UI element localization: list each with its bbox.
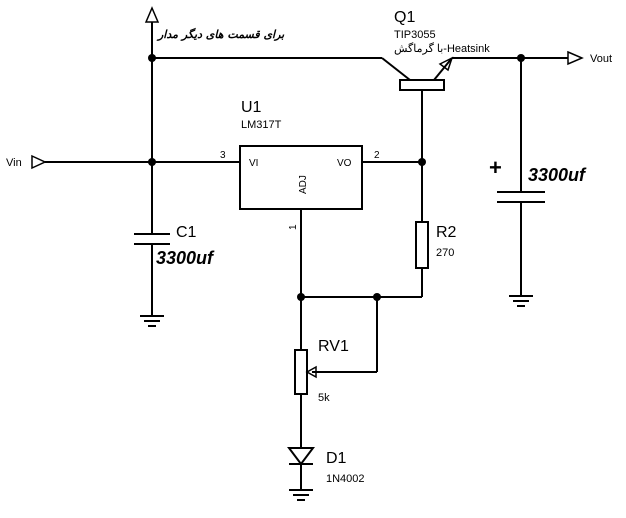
regulator-u1: U1 LM317T VI VO ADJ 3 2 1 [220, 99, 380, 230]
q1-emitter-arrow [438, 56, 454, 72]
vout-label: Vout [590, 53, 612, 65]
q1-ref: Q1 [394, 9, 415, 26]
diode-d1: D1 1N4002 [287, 447, 365, 485]
q1-base-bar [399, 79, 445, 91]
junction-wiper [373, 293, 381, 301]
d1-part: 1N4002 [326, 473, 365, 485]
wires [45, 22, 568, 490]
ground-d1 [289, 489, 313, 501]
d1-ref: D1 [326, 450, 347, 467]
rv1-ref: RV1 [318, 338, 349, 355]
q1-collector [381, 57, 411, 81]
q1-part: TIP3055 [394, 29, 436, 41]
c2-polarity: + [489, 155, 502, 180]
u1-part: LM317T [241, 119, 282, 131]
u1-ref: U1 [241, 99, 262, 116]
u1-pin-adj: ADJ [298, 175, 309, 194]
q1-note: با گرماگش-Heatsink [394, 42, 490, 55]
c2-value: 3300uf [528, 165, 587, 185]
junction-vout [517, 54, 525, 62]
vin-terminal: Vin [6, 154, 47, 170]
rv1-value: 5k [318, 392, 330, 404]
junction-vin [148, 158, 156, 166]
vout-terminal: Vout [567, 50, 612, 66]
junction-adj [297, 293, 305, 301]
ground-c2 [509, 295, 533, 307]
potentiometer-rv1: RV1 5k [294, 338, 349, 404]
rv1-body [294, 349, 308, 395]
r2-ref: R2 [436, 224, 457, 241]
u1-pin-vi: VI [249, 158, 258, 169]
d1-triangle [287, 447, 315, 466]
up-arrow-terminal [144, 6, 160, 23]
c1-value: 3300uf [156, 248, 215, 268]
r2-value: 270 [436, 247, 454, 259]
resistor-r2: R2 270 [415, 221, 457, 269]
ground-c1 [140, 315, 164, 327]
u1-pin2-number: 2 [374, 150, 380, 161]
capacitor-c2: + 3300uf [489, 155, 587, 203]
u1-pin-vo: VO [337, 158, 352, 169]
q1-emitter [433, 57, 453, 81]
rv1-wiper-arrow [305, 365, 317, 379]
u1-pin1-number: 1 [288, 224, 299, 230]
capacitor-c1: C1 3300uf [134, 224, 215, 268]
r2-body [415, 221, 429, 269]
c1-ref: C1 [176, 224, 197, 241]
junction-vo [418, 158, 426, 166]
vin-label: Vin [6, 157, 22, 169]
other-parts-note: برای قسمت های دیگر مدار [156, 27, 285, 41]
junction-top-left [148, 54, 156, 62]
u1-pin3-number: 3 [220, 150, 226, 161]
transistor-q1: Q1 TIP3055 با گرماگش-Heatsink [381, 9, 490, 91]
u1-body [239, 145, 363, 210]
